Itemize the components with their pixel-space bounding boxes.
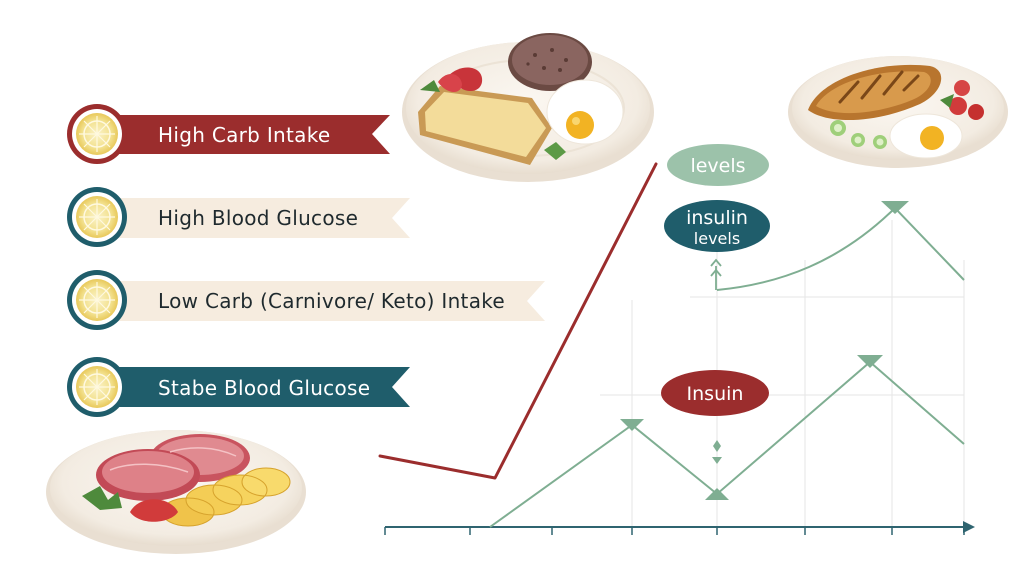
levels-pill-label: levels bbox=[690, 155, 745, 177]
legend-label-high-glucose: High Blood Glucose bbox=[158, 206, 358, 230]
peak-marker-1 bbox=[620, 419, 644, 431]
insulin-levels-line bbox=[716, 206, 965, 291]
legend-label-high-carb: High Carb Intake bbox=[158, 123, 330, 147]
bread-and-egg-plate-icon bbox=[402, 33, 654, 182]
insuin-pill: Insuin bbox=[661, 370, 769, 416]
chicken-and-egg-plate-icon bbox=[788, 56, 1008, 168]
x-axis bbox=[384, 521, 975, 535]
legend-banner-red bbox=[95, 115, 390, 154]
legend-label-low-carb: Low Carb (Carnivore/ Keto) Intake bbox=[158, 289, 505, 313]
meat-and-potato-plate-icon bbox=[46, 430, 306, 554]
insulin-pill-line1: insulin bbox=[686, 207, 748, 229]
peak-marker-3 bbox=[881, 201, 909, 214]
legend-item-high-carb: High Carb Intake bbox=[67, 104, 390, 164]
diamond-arrow-icon bbox=[712, 440, 722, 464]
legend-item-high-glucose: High Blood Glucose bbox=[67, 187, 410, 247]
up-arrow-icon bbox=[710, 258, 722, 290]
lemon-slice-icon bbox=[76, 366, 118, 408]
legend-banner-teal bbox=[95, 367, 410, 407]
levels-pill: levels bbox=[667, 144, 769, 186]
legend-banner-light bbox=[95, 198, 410, 238]
lemon-slice-icon bbox=[76, 113, 118, 155]
high-carb-glucose-line bbox=[378, 162, 658, 480]
lemon-slice-icon bbox=[76, 196, 118, 238]
trough-marker bbox=[705, 488, 729, 500]
peak-marker-2 bbox=[857, 355, 883, 368]
legend-banner-light bbox=[95, 281, 545, 321]
grid-lines bbox=[600, 220, 965, 528]
lemon-slice-icon bbox=[76, 279, 118, 321]
legend-item-stable-glucose: Stabe Blood Glucose bbox=[67, 357, 410, 417]
legend-label-stable-glucose: Stabe Blood Glucose bbox=[158, 376, 370, 400]
legend-item-low-carb: Low Carb (Carnivore/ Keto) Intake bbox=[67, 270, 545, 330]
insulin-levels-pill: insulin levels bbox=[664, 200, 770, 252]
insuin-pill-label: Insuin bbox=[687, 383, 744, 405]
insulin-pill-line2: levels bbox=[694, 229, 740, 248]
